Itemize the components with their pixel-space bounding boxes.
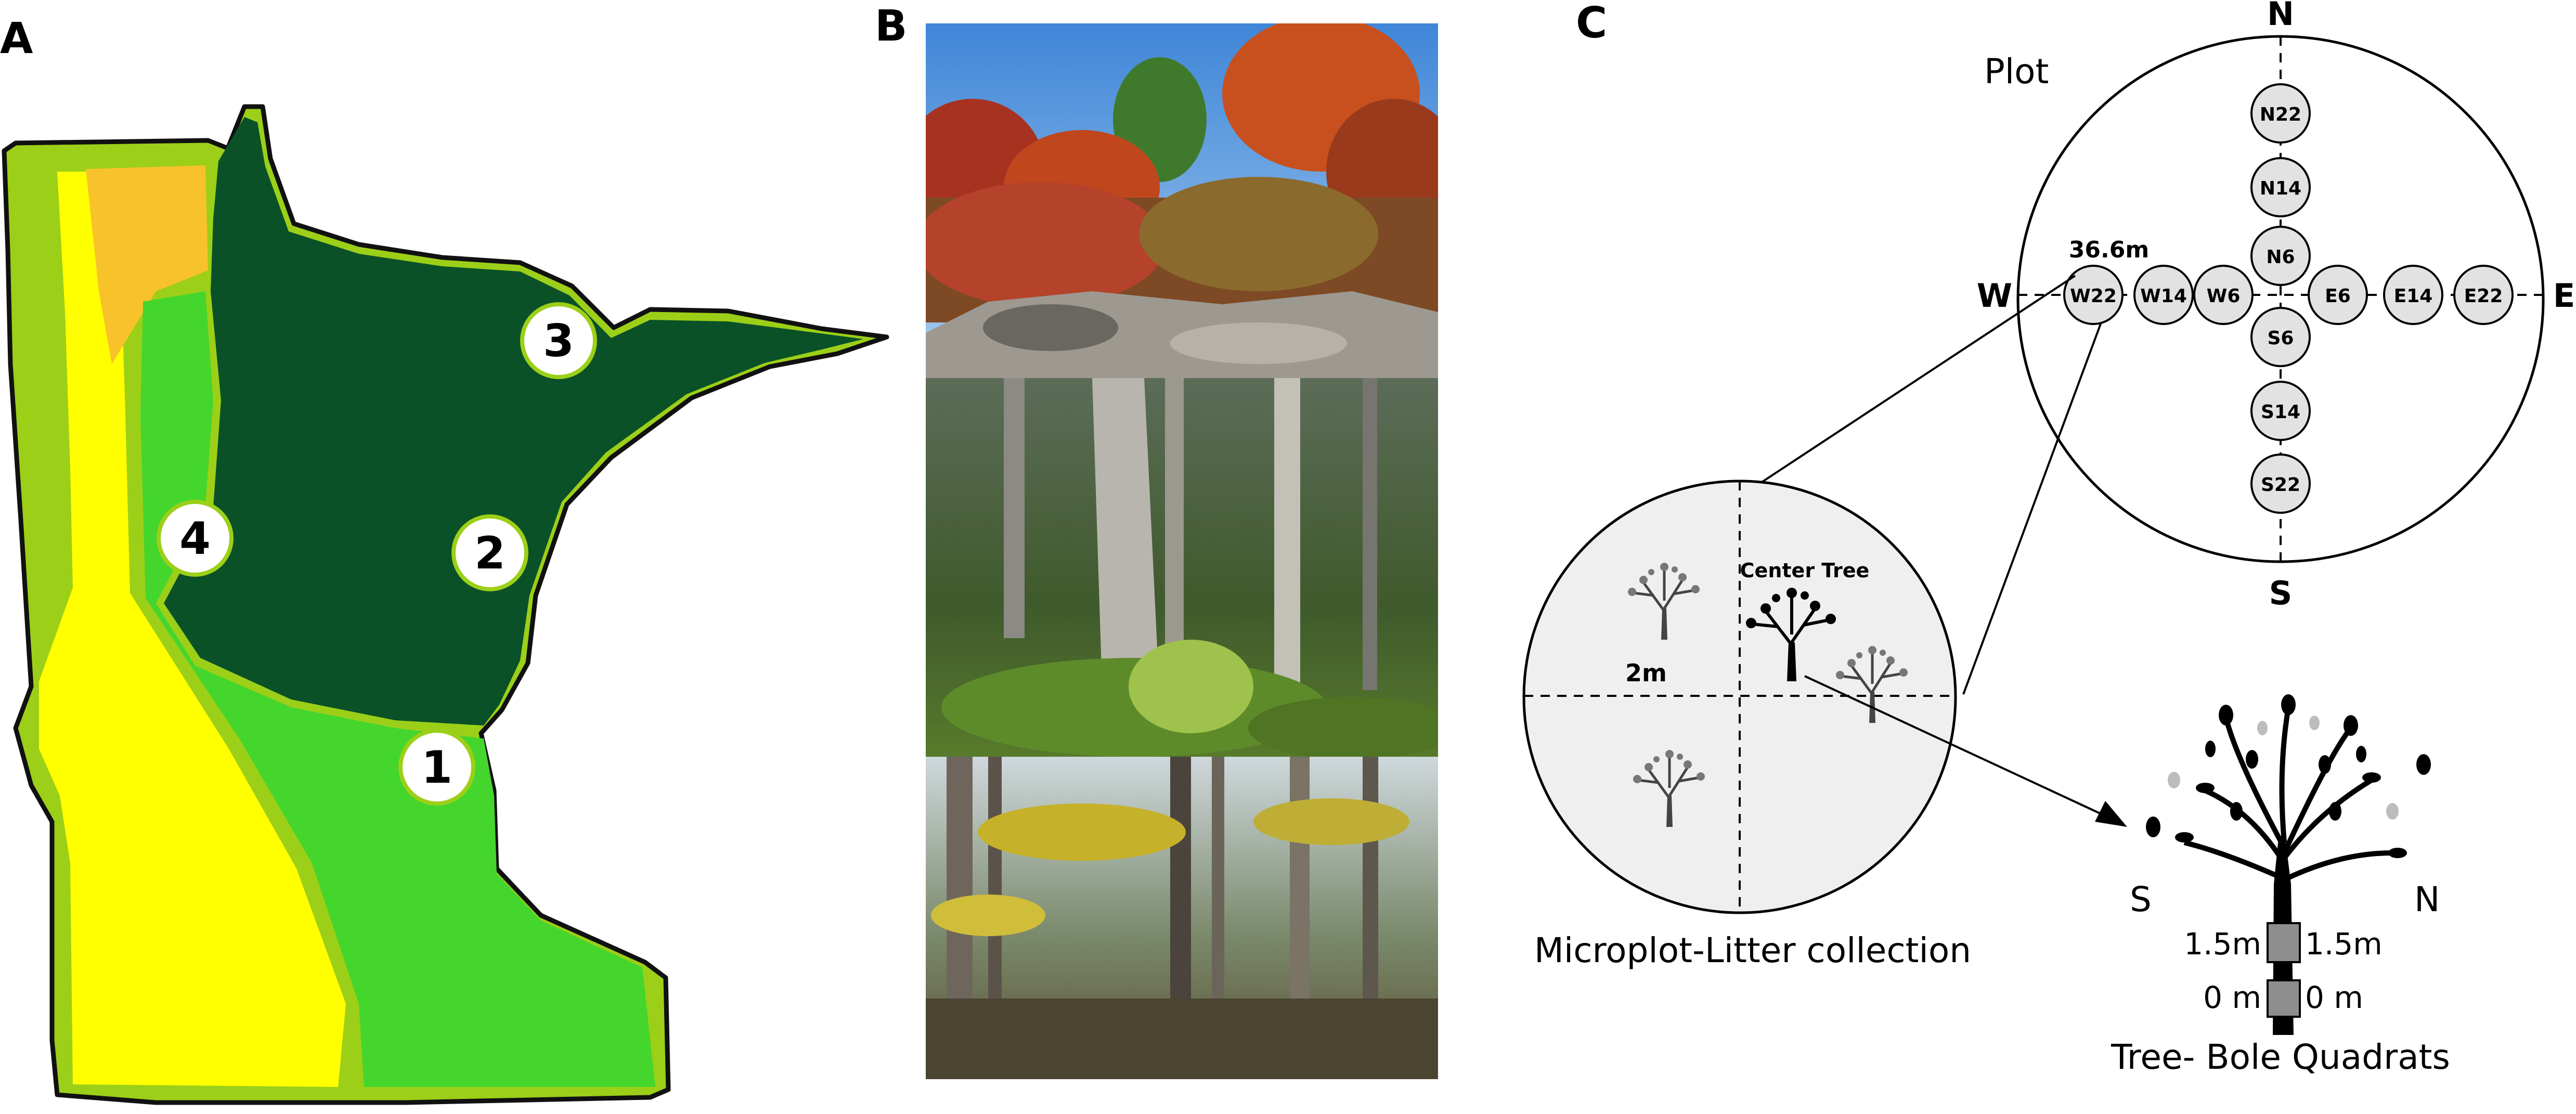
site-marker-4: 4 (157, 500, 234, 577)
mossy-boreal-forest-photo (926, 378, 1438, 757)
site-marker-3-label: 3 (543, 315, 574, 367)
microplot-e14: E14 (2383, 265, 2443, 325)
microplot-e6-label: E6 (2325, 286, 2351, 307)
tree-icon (1836, 646, 1908, 723)
panel-c: C Plot N S W E 36.6m N22 N14 N6 S6 S14 S… (1522, 0, 2575, 1077)
panel-b-letter: B (875, 2, 908, 51)
microplot-s14-label: S14 (2261, 401, 2300, 423)
microplot-s14: S14 (2250, 381, 2311, 441)
panel-b: B (875, 2, 1438, 1079)
deciduous-forest-photo (926, 757, 1438, 1079)
microplot-w14: W14 (2133, 265, 2194, 325)
microplot-w22-label: W22 (2070, 286, 2117, 307)
site-marker-2-label: 2 (474, 527, 506, 579)
microplot-n6: N6 (2250, 226, 2311, 286)
microplot-caption: Microplot-Litter collection (1534, 930, 1971, 970)
autumn-rocky-outcrop-photo (926, 23, 1438, 378)
tree-icon (1628, 563, 1700, 640)
compass-south: S (2269, 574, 2293, 612)
site-marker-4-label: 4 (179, 513, 211, 565)
microplot-e22-label: E22 (2464, 286, 2503, 307)
bole-north-label: N (2414, 879, 2440, 919)
site-marker-1-label: 1 (421, 742, 452, 794)
microplot-detail: 2m Center Tree Microplo (1522, 480, 1971, 970)
aspen-parkland-region (86, 165, 208, 364)
site-marker-2: 2 (451, 514, 528, 591)
zoom-line-upper (1739, 275, 2076, 498)
tree-bole-caption: Tree- Bole Quadrats (2111, 1037, 2450, 1077)
arrow-head-icon (2095, 801, 2127, 827)
plot-label: Plot (1984, 51, 2049, 92)
microplot-n6-label: N6 (2266, 247, 2295, 268)
microplot-s22-label: S22 (2261, 474, 2300, 496)
microplot-s22: S22 (2250, 454, 2311, 514)
size-label: 2m (1625, 659, 1667, 687)
zoom-arrow-line (1804, 675, 2102, 815)
site-marker-1: 1 (398, 729, 475, 806)
microplot-n14: N14 (2250, 157, 2311, 217)
microplot-w14-label: W14 (2140, 286, 2187, 307)
microplot-n22: N22 (2250, 83, 2311, 144)
microplot-w6: W6 (2193, 265, 2254, 325)
prairie-region (21, 172, 346, 1087)
microplot-s6-label: S6 (2268, 328, 2294, 349)
zoom-line-lower (1962, 322, 2102, 695)
panel-c-letter: C (1576, 0, 1607, 48)
microplot-w22: W22 (2063, 265, 2124, 325)
site-marker-3: 3 (520, 302, 597, 379)
hardwood-forest-region (140, 291, 655, 1087)
center-tree-label: Center Tree (1740, 559, 1870, 582)
microplot-w6-label: W6 (2207, 286, 2241, 307)
panel-a-letter: A (0, 14, 33, 63)
upper-height-right: 1.5m (2305, 926, 2383, 962)
distance-label: 36.6m (2069, 237, 2149, 263)
lower-height-right: 0 m (2305, 980, 2363, 1015)
microplot-s6: S6 (2250, 307, 2311, 367)
tree-icon (1633, 750, 1705, 827)
panel-a: A 1 2 3 (0, 14, 889, 1105)
lower-height-left: 0 m (2203, 980, 2261, 1015)
upper-height-left: 1.5m (2184, 926, 2261, 962)
center-tree-icon (1746, 588, 1836, 681)
boreal-forest-region (164, 117, 863, 726)
tree-bole-detail: S N 1.5m 1.5m 0 m 0 m Tree- Bole Quadrat… (2111, 694, 2450, 1077)
bole-south-label: S (2130, 879, 2152, 919)
compass-north: N (2267, 0, 2294, 33)
microplot-e14-label: E14 (2394, 286, 2433, 307)
upper-bole-quadrat (2267, 922, 2301, 963)
compass-west: W (1977, 277, 2012, 315)
minnesota-map: 1 2 3 4 (2, 104, 889, 1105)
microplot-e22: E22 (2453, 265, 2514, 325)
microplot-n22-label: N22 (2260, 104, 2301, 125)
lower-bole-quadrat (2267, 979, 2301, 1018)
compass-east: E (2553, 277, 2575, 315)
microplot-e6: E6 (2308, 265, 2368, 325)
microplot-n14-label: N14 (2260, 178, 2301, 199)
